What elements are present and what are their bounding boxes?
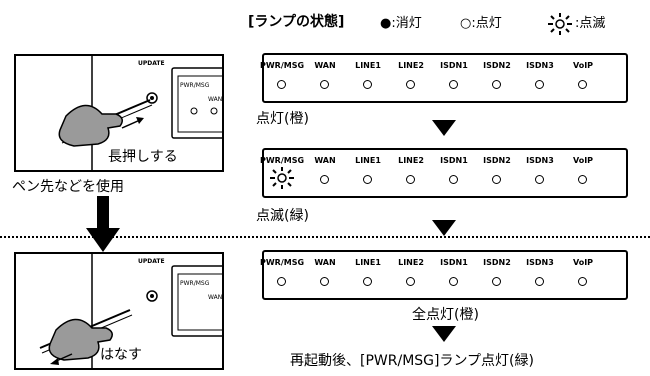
left-down-arrow-icon bbox=[86, 196, 120, 252]
led-label-pwr-msg: PWR/MSG bbox=[259, 258, 305, 267]
led-indicator bbox=[535, 175, 544, 184]
led-indicator bbox=[449, 175, 458, 184]
led-indicator bbox=[535, 80, 544, 89]
legend-title: [ランプの状態] bbox=[248, 14, 345, 30]
press-caption: 長押しする bbox=[108, 149, 178, 165]
led-indicator bbox=[363, 277, 372, 286]
led-label-isdn3: ISDN3 bbox=[526, 156, 554, 165]
led-panel-3: PWR/MSG WAN LINE1 LINE2 ISDN1 ISDN2 ISDN3 VoIP bbox=[260, 250, 628, 300]
release-caption: はなす bbox=[100, 347, 142, 363]
lamp-state-legend: [ランプの状態] ●:消灯 ○:点灯 :点滅 bbox=[0, 8, 650, 38]
legend-blink: :点滅 bbox=[545, 12, 605, 35]
led-label-voip: VoIP bbox=[572, 258, 594, 267]
led-label-isdn2: ISDN2 bbox=[483, 61, 511, 70]
led-label-isdn1: ISDN1 bbox=[440, 258, 468, 267]
final-caption: 再起動後、[PWR/MSG]ランプ点灯(緑) bbox=[290, 353, 534, 369]
led-indicator bbox=[449, 80, 458, 89]
led-indicator bbox=[578, 277, 587, 286]
arrow-down-1 bbox=[432, 120, 456, 136]
led-indicator bbox=[578, 80, 587, 89]
divider bbox=[0, 236, 650, 238]
led-label-isdn3: ISDN3 bbox=[526, 61, 554, 70]
led-panel-2: PWR/MSG WAN LINE1 LINE2 ISDN1 ISDN2 ISDN3 VoIP bbox=[260, 148, 628, 198]
device-label-wan-bottom: WAN bbox=[208, 294, 223, 301]
led-indicator bbox=[492, 175, 501, 184]
update-label-top: UPDATE bbox=[138, 60, 165, 67]
led-indicator bbox=[320, 175, 329, 184]
press-scene: UPDATE PWR/MSG WAN 長押しする bbox=[14, 54, 224, 172]
step1-caption: 点灯(橙) bbox=[256, 111, 309, 127]
blink-icon bbox=[548, 12, 572, 35]
press-illustration bbox=[58, 56, 222, 170]
led-label-wan: WAN bbox=[314, 156, 336, 165]
led-indicator bbox=[406, 175, 415, 184]
pen-caption: ペン先などを使用 bbox=[12, 179, 124, 195]
release-scene: UPDATE PWR/MSG WAN はなす bbox=[14, 252, 224, 370]
led-label-pwr-msg: PWR/MSG bbox=[259, 156, 305, 165]
legend-on: ○:点灯 bbox=[460, 16, 502, 31]
step2-caption: 点滅(緑) bbox=[256, 208, 309, 224]
led-indicator bbox=[363, 80, 372, 89]
blinking-led-icon bbox=[270, 167, 294, 189]
led-label-isdn2: ISDN2 bbox=[483, 156, 511, 165]
led-label-line2: LINE2 bbox=[398, 156, 424, 165]
led-indicator bbox=[406, 277, 415, 286]
led-panel-1: PWR/MSG WAN LINE1 LINE2 ISDN1 ISDN2 ISDN3 VoIP bbox=[260, 53, 628, 103]
led-indicator bbox=[320, 80, 329, 89]
arrow-down-2 bbox=[432, 220, 456, 236]
arrow-down-3 bbox=[432, 326, 456, 342]
led-indicator bbox=[277, 80, 286, 89]
led-label-isdn2: ISDN2 bbox=[483, 258, 511, 267]
led-indicator bbox=[535, 277, 544, 286]
led-label-wan: WAN bbox=[314, 61, 336, 70]
device-label-pwr-top: PWR/MSG bbox=[180, 82, 210, 89]
led-indicator bbox=[320, 277, 329, 286]
led-label-line1: LINE1 bbox=[355, 156, 381, 165]
led-label-isdn3: ISDN3 bbox=[526, 258, 554, 267]
led-label-line2: LINE2 bbox=[398, 258, 424, 267]
device-label-pwr-bottom: PWR/MSG bbox=[180, 280, 210, 287]
led-indicator bbox=[406, 80, 415, 89]
led-label-wan: WAN bbox=[314, 258, 336, 267]
release-illustration bbox=[39, 254, 222, 368]
led-indicator bbox=[363, 175, 372, 184]
led-label-voip: VoIP bbox=[572, 61, 594, 70]
update-label-bottom: UPDATE bbox=[138, 258, 165, 265]
led-label-isdn1: ISDN1 bbox=[440, 156, 468, 165]
led-indicator bbox=[578, 175, 587, 184]
led-label-line1: LINE1 bbox=[355, 61, 381, 70]
step3-caption: 全点灯(橙) bbox=[412, 307, 479, 323]
led-indicator bbox=[277, 277, 286, 286]
led-label-line2: LINE2 bbox=[398, 61, 424, 70]
led-label-pwr-msg: PWR/MSG bbox=[259, 61, 305, 70]
device-label-wan-top: WAN bbox=[208, 96, 223, 103]
led-label-line1: LINE1 bbox=[355, 258, 381, 267]
legend-off: ●:消灯 bbox=[380, 16, 422, 31]
led-label-voip: VoIP bbox=[572, 156, 594, 165]
led-indicator bbox=[492, 80, 501, 89]
led-indicator bbox=[492, 277, 501, 286]
led-indicator bbox=[449, 277, 458, 286]
led-label-isdn1: ISDN1 bbox=[440, 61, 468, 70]
